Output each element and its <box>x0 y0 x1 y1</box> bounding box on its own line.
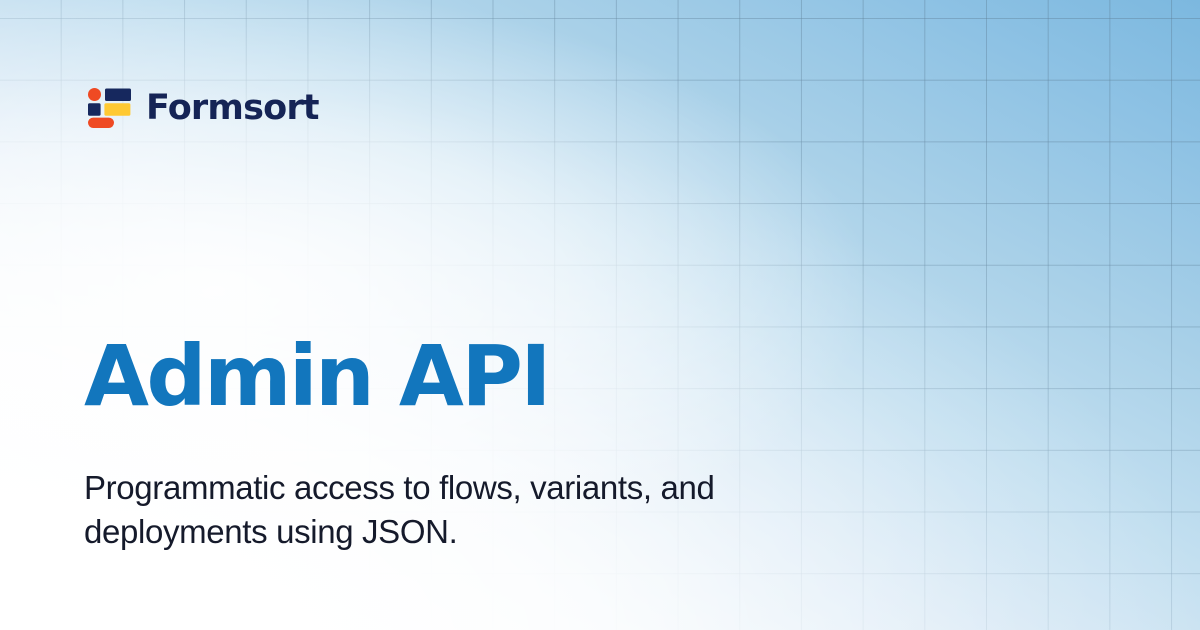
formsort-blocks-logo-icon <box>88 88 131 128</box>
page-title: Admin API <box>84 327 552 425</box>
brand-wordmark: Formsort <box>146 87 320 128</box>
page-subtitle: Programmatic access to flows, variants, … <box>84 469 715 550</box>
brand-lockup: Formsort <box>88 87 320 128</box>
